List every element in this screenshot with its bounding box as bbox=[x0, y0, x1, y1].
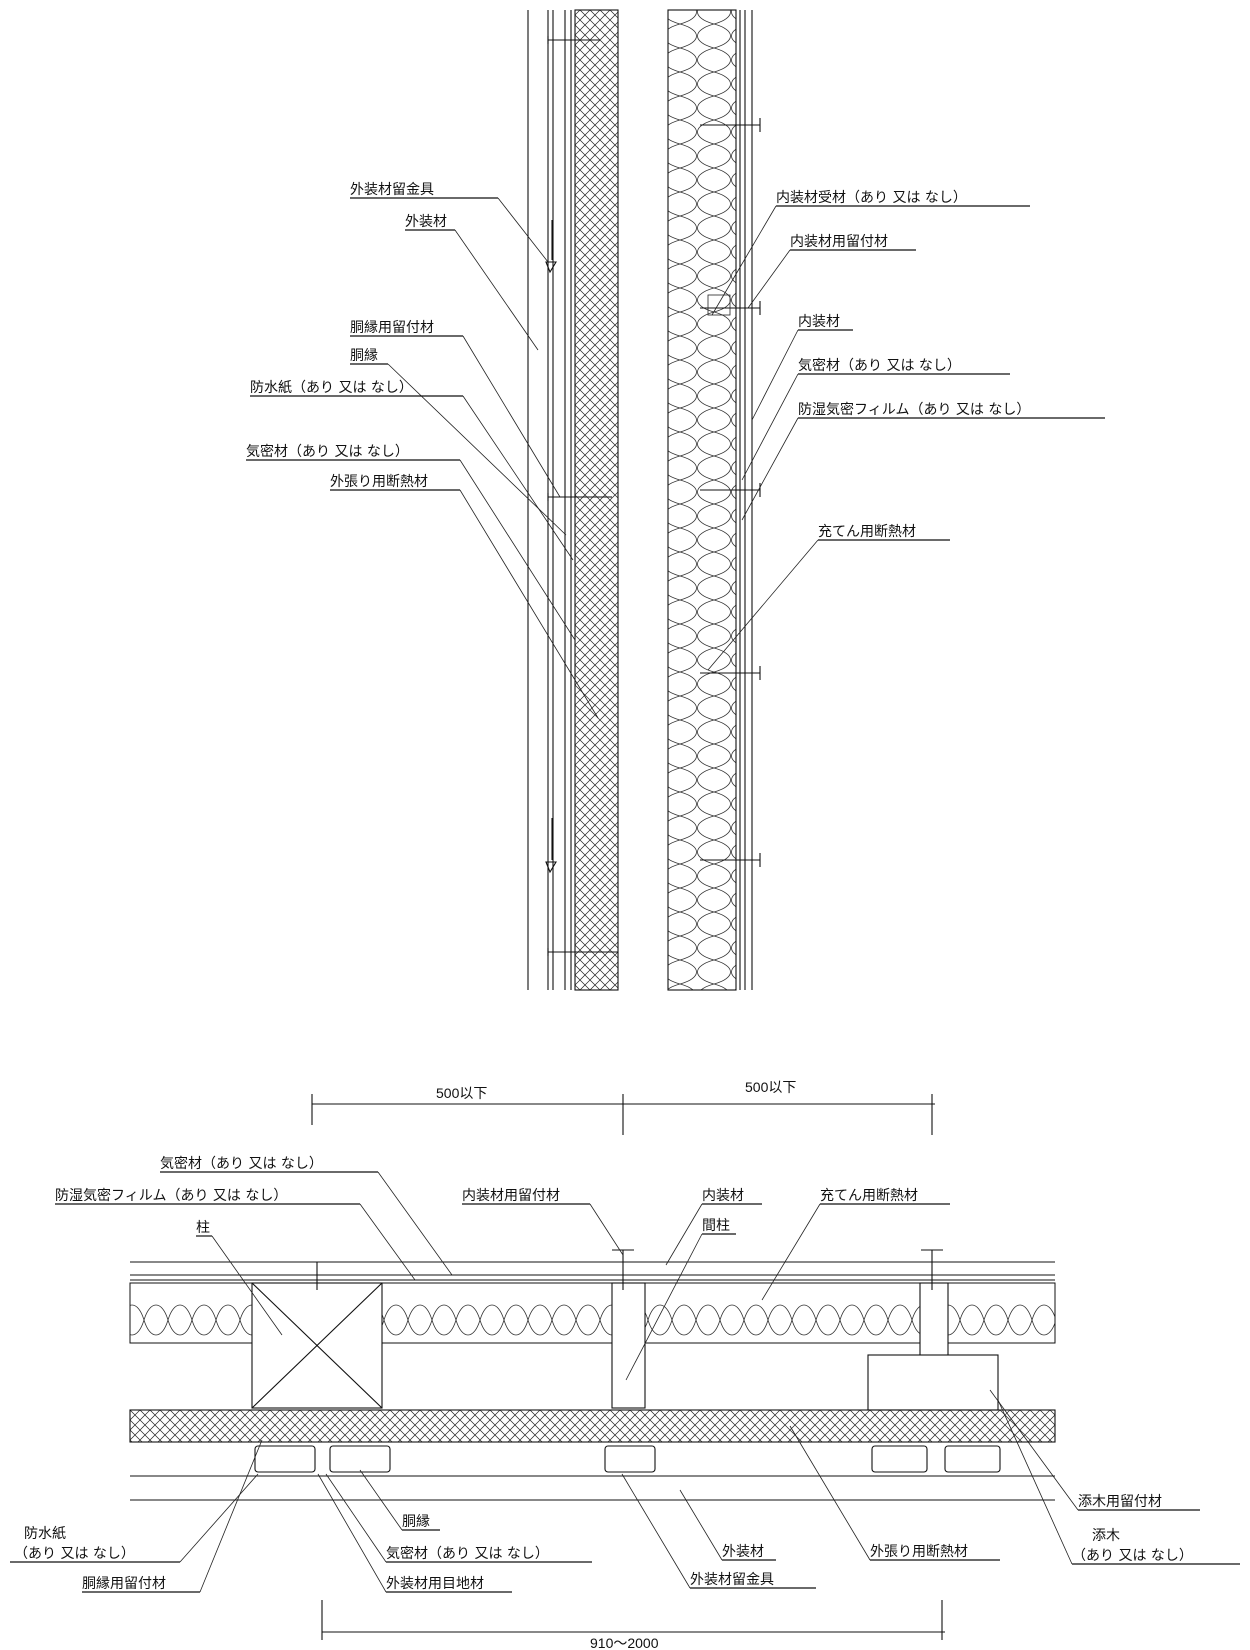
label-fill-insulation: 充てん用断熱材 bbox=[818, 524, 916, 540]
label-external-insulation: 外張り用断熱材 bbox=[330, 474, 428, 490]
interior-wall-layers bbox=[667, 9, 761, 991]
label-plan-furring-2: （あり 又は なし） bbox=[1072, 1548, 1193, 1564]
label-cladding: 外装材 bbox=[405, 214, 447, 230]
plan-fill-insulation-left bbox=[129, 1282, 253, 1344]
plan-stud bbox=[611, 1282, 646, 1409]
label-plan-batten-fixing: 胴縁用留付材 bbox=[82, 1576, 166, 1592]
label-airtight-ext: 気密材（あり 又は なし） bbox=[246, 443, 409, 460]
elevation-left-labels: 外装材留金具 外装材 胴縁用留付材 胴縁 防水紙（あり 又は なし） 気密材（あ… bbox=[246, 182, 599, 719]
label-plan-vapor-film: 防湿気密フィルム（あり 又は なし） bbox=[55, 1187, 287, 1204]
plan-section: 500以下 500以下 bbox=[10, 1079, 1240, 1650]
dim-bottom-range: 910～2000 bbox=[590, 1635, 659, 1650]
label-waterproof-paper: 防水紙（あり 又は なし） bbox=[250, 380, 413, 396]
label-plan-ext-insulation: 外張り用断熱材 bbox=[870, 1544, 968, 1560]
label-batten-fixing: 胴縁用留付材 bbox=[350, 320, 434, 336]
label-plan-waterproof-1: 防水紙 bbox=[24, 1526, 66, 1542]
label-plan-fastener: 外装材留金具 bbox=[690, 1572, 774, 1588]
dimension-top: 500以下 500以下 bbox=[311, 1079, 935, 1135]
plan-fill-insulation-mid1 bbox=[381, 1282, 613, 1344]
dim-right-500: 500以下 bbox=[745, 1079, 796, 1095]
label-plan-airtight-top: 気密材（あり 又は なし） bbox=[160, 1155, 323, 1172]
plan-bottom-labels: 胴縁 防水紙 （あり 又は なし） 気密材（あり 又は なし） 外装材 外張り用… bbox=[10, 1389, 1240, 1593]
label-interior-fixing: 内装材用留付材 bbox=[790, 234, 888, 250]
label-plan-batten: 胴縁 bbox=[402, 1514, 430, 1530]
label-plan-interior-fixing: 内装材用留付材 bbox=[462, 1188, 560, 1204]
label-plan-joint: 外装材用目地材 bbox=[386, 1576, 484, 1592]
label-plan-cladding: 外装材 bbox=[722, 1544, 764, 1560]
external-insulation-hatch bbox=[574, 9, 619, 991]
label-plan-airtight-bottom: 気密材（あり 又は なし） bbox=[386, 1545, 549, 1562]
elevation-right-labels: 内装材受材（あり 又は なし） 内装材用留付材 内装材 気密材（あり 又は なし… bbox=[707, 190, 1105, 671]
plan-column bbox=[251, 1282, 383, 1409]
label-airtight-int: 気密材（あり 又は なし） bbox=[798, 357, 961, 374]
elevation-section: 外装材留金具 外装材 胴縁用留付材 胴縁 防水紙（あり 又は なし） 気密材（あ… bbox=[246, 9, 1105, 991]
dimension-bottom: 910～2000 bbox=[321, 1600, 945, 1650]
plan-external-insulation bbox=[129, 1409, 1056, 1443]
dim-left-500: 500以下 bbox=[436, 1085, 487, 1101]
label-plan-furring-1: 添木 bbox=[1092, 1528, 1120, 1544]
label-batten: 胴縁 bbox=[350, 348, 378, 364]
label-plan-interior: 内装材 bbox=[702, 1188, 744, 1204]
label-fastener: 外装材留金具 bbox=[350, 182, 434, 198]
plan-fill-insulation-right bbox=[947, 1282, 1056, 1344]
label-interior: 内装材 bbox=[798, 314, 840, 330]
exterior-wall-layers bbox=[527, 9, 619, 991]
label-plan-stud: 間柱 bbox=[702, 1218, 730, 1234]
label-plan-fill-insulation: 充てん用断熱材 bbox=[820, 1188, 918, 1204]
plan-top-labels: 気密材（あり 又は なし） 防湿気密フィルム（あり 又は なし） 柱 内装材用留… bbox=[55, 1155, 950, 1381]
fill-insulation-batt bbox=[667, 9, 737, 991]
plan-fill-insulation-mid2 bbox=[644, 1282, 921, 1344]
label-plan-waterproof-2: （あり 又は なし） bbox=[14, 1546, 135, 1562]
label-vapor-film: 防湿気密フィルム（あり 又は なし） bbox=[798, 401, 1030, 418]
plan-furring bbox=[867, 1354, 999, 1411]
label-plan-column: 柱 bbox=[196, 1220, 210, 1236]
label-plan-furring-fixing: 添木用留付材 bbox=[1078, 1494, 1162, 1510]
label-interior-base: 内装材受材（あり 又は なし） bbox=[776, 190, 967, 206]
